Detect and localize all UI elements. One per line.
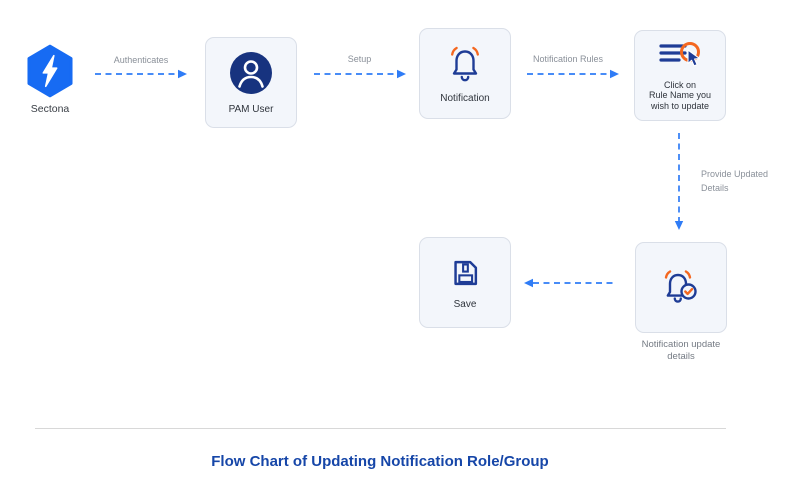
floppy-disk-icon <box>454 260 478 285</box>
node-label-pam-user: PAM User <box>228 103 274 115</box>
bell-check-icon <box>664 269 697 303</box>
click-rule-line-1: Click on <box>663 79 696 90</box>
node-label-click-rule-name: Click on Rule Name you wish to update <box>649 80 711 112</box>
user-circle-icon <box>230 51 272 94</box>
arrow-label-setup: Setup <box>347 54 372 64</box>
node-notification: Notification <box>419 28 511 119</box>
click-rule-line-2: Rule Name you <box>648 90 712 101</box>
arrow-notification-rules <box>527 69 619 79</box>
page-title: Flow Chart of Updating Notification Role… <box>211 453 549 470</box>
click-rule-line-3: wish to update <box>650 100 710 111</box>
arrow-provide-updated-details <box>674 133 684 230</box>
bell-icon <box>451 46 479 81</box>
node-label-save: Save <box>453 298 477 310</box>
node-label-notification-update-details: Notification update details <box>611 339 751 363</box>
node-notification-update-details <box>635 242 727 333</box>
node-label-notification: Notification <box>440 92 490 104</box>
node-pam-user: PAM User <box>205 37 297 128</box>
provide-updated-line-1: Provide Updated <box>701 169 769 179</box>
arrow-to-save <box>524 278 616 288</box>
arrow-label-authenticates: Authenticates <box>113 55 169 65</box>
separator-line <box>35 428 726 429</box>
arrow-setup <box>314 69 406 79</box>
hexagon-lightning-icon <box>27 44 73 98</box>
arrow-label-provide-updated-details: Provide Updated Details <box>701 167 786 195</box>
logo-label: Sectona <box>30 103 70 115</box>
node-click-rule-name: Click on Rule Name you wish to update <box>634 30 726 121</box>
provide-updated-line-2: Details <box>701 183 729 193</box>
sectona-logo: Sectona <box>18 44 82 115</box>
notification-update-line-2: details <box>667 351 695 362</box>
arrow-authenticates <box>95 69 187 79</box>
arrow-label-notification-rules: Notification Rules <box>532 54 604 64</box>
node-save: Save <box>419 237 511 328</box>
list-cursor-icon <box>659 41 701 67</box>
notification-update-line-1: Notification update <box>641 339 721 350</box>
